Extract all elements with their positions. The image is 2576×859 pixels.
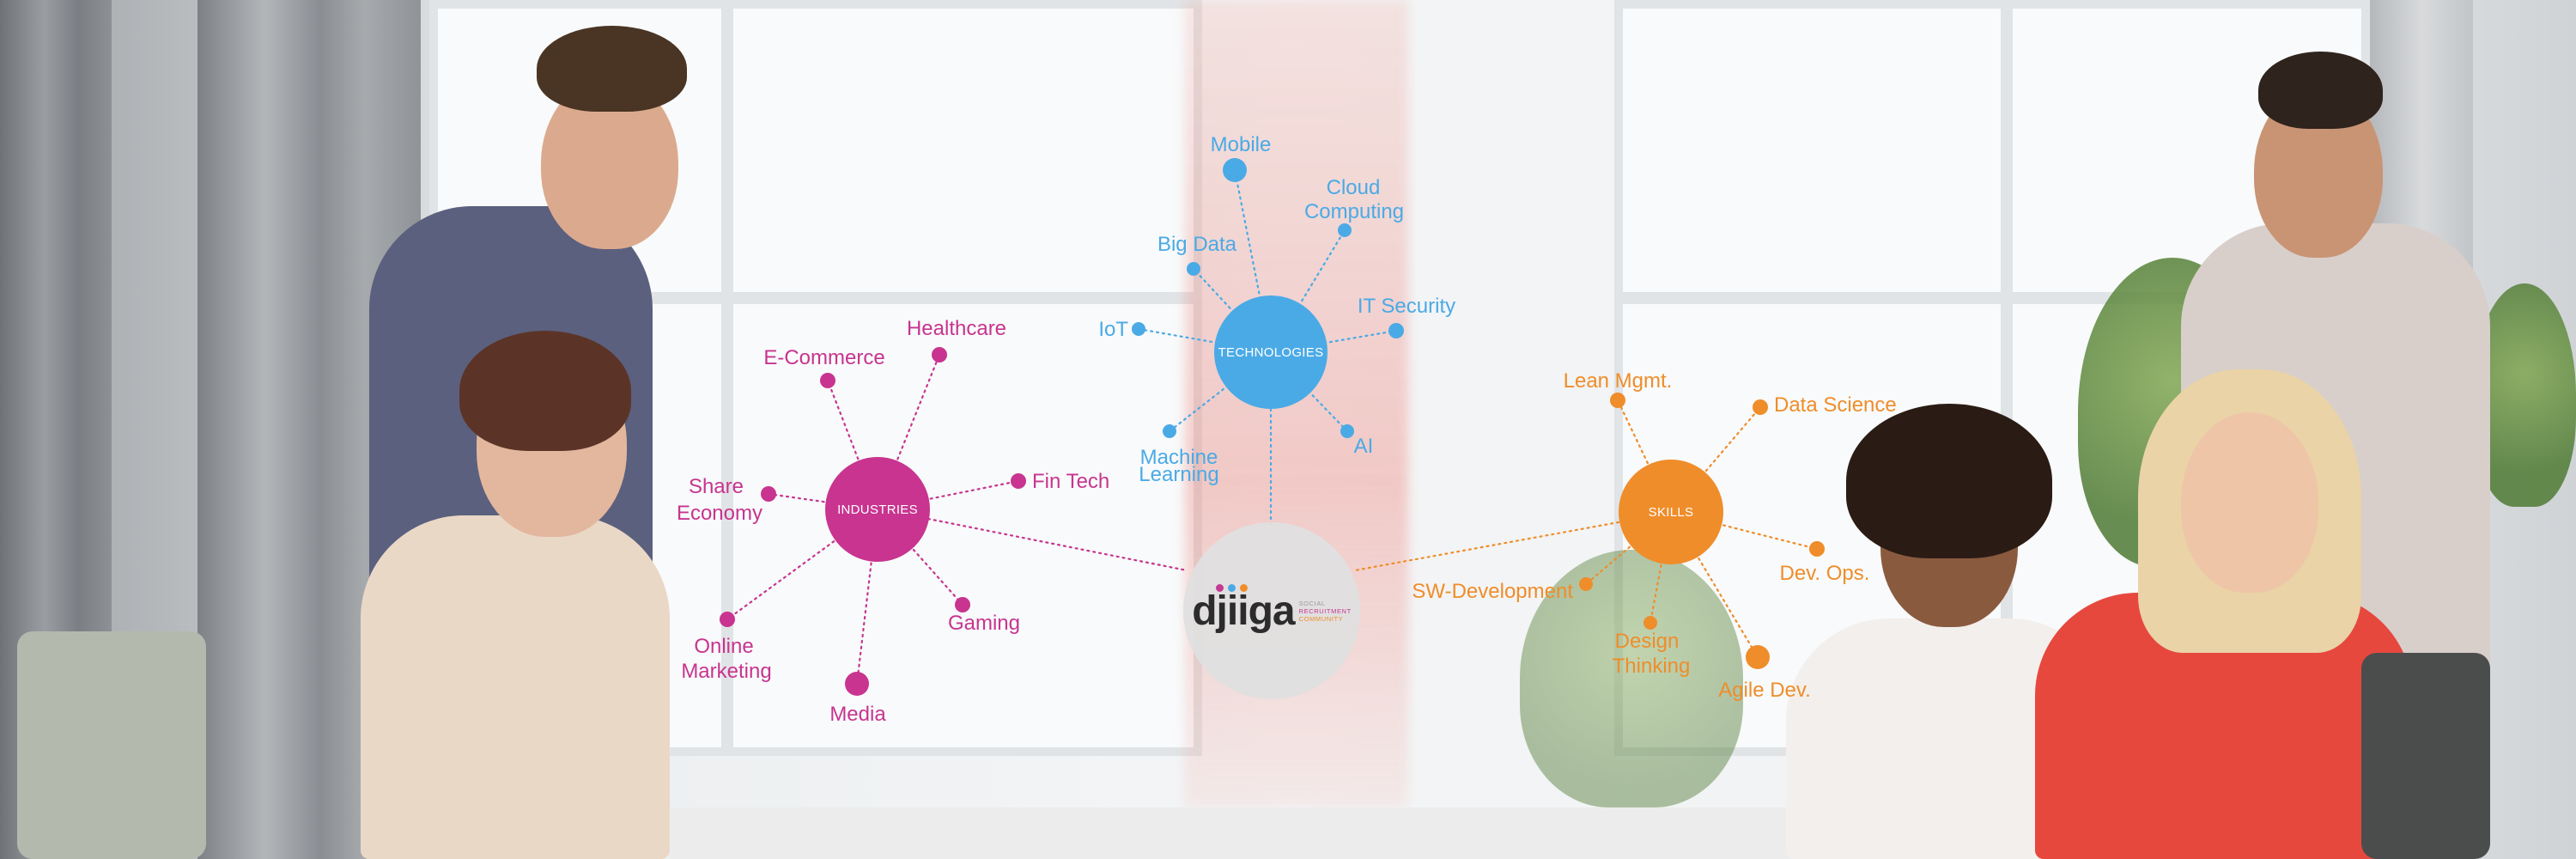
node-lean-mgmt [1610, 393, 1625, 408]
plant [2473, 283, 2576, 507]
connector-industries-logo [927, 517, 1188, 572]
node-it-security [1388, 323, 1404, 338]
skills-cluster: SKILLS Lean Mgmt. Data Science SW-Develo… [1412, 369, 1896, 702]
node-sw-development [1579, 577, 1593, 591]
label-data-science: Data Science [1774, 393, 1897, 417]
label-design-line2: Thinking [1613, 655, 1691, 678]
label-media: Media [829, 703, 886, 726]
label-online-marketing-line2: Marketing [681, 660, 771, 683]
logo-wordmark: djiiga [1192, 588, 1295, 634]
label-cloud-line2: Computing [1304, 200, 1404, 223]
desk [670, 807, 1872, 859]
tagline-recruitment: RECRUITMENT [1298, 606, 1352, 615]
logo-dot-magenta [1216, 583, 1224, 592]
industries-cluster: INDUSTRIES Healthcare E-Commerce Fin Tec… [677, 317, 1109, 726]
node-data-science [1753, 399, 1768, 415]
hub-industries-label: INDUSTRIES [837, 503, 918, 517]
label-ai: AI [1354, 435, 1374, 458]
hub-technologies-label: TECHNOLOGIES [1218, 345, 1324, 360]
hub-skills [1619, 460, 1723, 564]
tagline-social: SOCIAL [1298, 599, 1326, 607]
node-healthcare [932, 347, 947, 362]
logo-dot-orange [1240, 583, 1249, 592]
label-big-data: Big Data [1157, 233, 1237, 256]
node-machine-learning [1163, 424, 1176, 438]
label-ml-line2: Learning [1139, 463, 1218, 486]
node-cloud-computing [1338, 223, 1352, 237]
node-agile-dev [1746, 645, 1770, 669]
node-ai [1340, 424, 1354, 438]
hub-skills-label: SKILLS [1649, 505, 1694, 520]
label-iot: IoT [1098, 318, 1128, 341]
label-it-security: IT Security [1358, 295, 1455, 318]
label-mobile: Mobile [1211, 133, 1272, 156]
label-share-economy-line1: Share [689, 475, 744, 498]
node-dev-ops [1809, 541, 1825, 557]
label-ecommerce: E-Commerce [763, 346, 884, 369]
plant [1520, 550, 1743, 807]
node-gaming [955, 597, 970, 612]
label-fintech: Fin Tech [1032, 470, 1109, 493]
hub-industries [825, 457, 930, 562]
label-healthcare: Healthcare [907, 317, 1006, 340]
node-share-economy [761, 486, 776, 502]
label-dev-ops: Dev. Ops. [1780, 562, 1870, 585]
label-sw-development: SW-Development [1412, 580, 1573, 603]
logo-dots [1216, 583, 1249, 592]
label-ml-line1: Machine [1140, 446, 1218, 469]
djiiga-logo: djiiga [1192, 583, 1296, 635]
node-big-data [1187, 262, 1200, 276]
chair [2361, 653, 2490, 859]
connector-skills-logo [1353, 521, 1620, 572]
logo-tagline: SOCIAL RECRUITMENT COMMUNITY [1299, 600, 1352, 623]
node-online-marketing [720, 612, 735, 627]
label-lean-mgmt: Lean Mgmt. [1564, 369, 1673, 393]
chair [17, 631, 206, 859]
hub-technologies [1214, 295, 1327, 409]
hub-connectors [927, 407, 1620, 572]
node-design-thinking [1643, 616, 1657, 630]
label-design-line1: Design [1615, 630, 1680, 653]
label-agile-dev: Agile Dev. [1718, 679, 1811, 702]
node-mobile [1223, 158, 1247, 182]
technologies-cluster: TECHNOLOGIES Mobile Cloud Computing Big … [1098, 133, 1455, 486]
logo-dot-blue [1228, 583, 1236, 592]
label-online-marketing-line1: Online [694, 635, 753, 658]
djiiga-logo-circle: djiiga SOCIAL RECRUITMENT COMMUNITY [1183, 522, 1360, 699]
label-share-economy-line2: Economy [677, 502, 762, 525]
node-fintech [1011, 473, 1026, 489]
tagline-community: COMMUNITY [1298, 614, 1344, 623]
node-media [845, 672, 869, 696]
label-gaming: Gaming [948, 612, 1020, 635]
label-cloud-line1: Cloud [1327, 176, 1381, 199]
node-iot [1132, 322, 1145, 336]
node-ecommerce [820, 373, 835, 388]
